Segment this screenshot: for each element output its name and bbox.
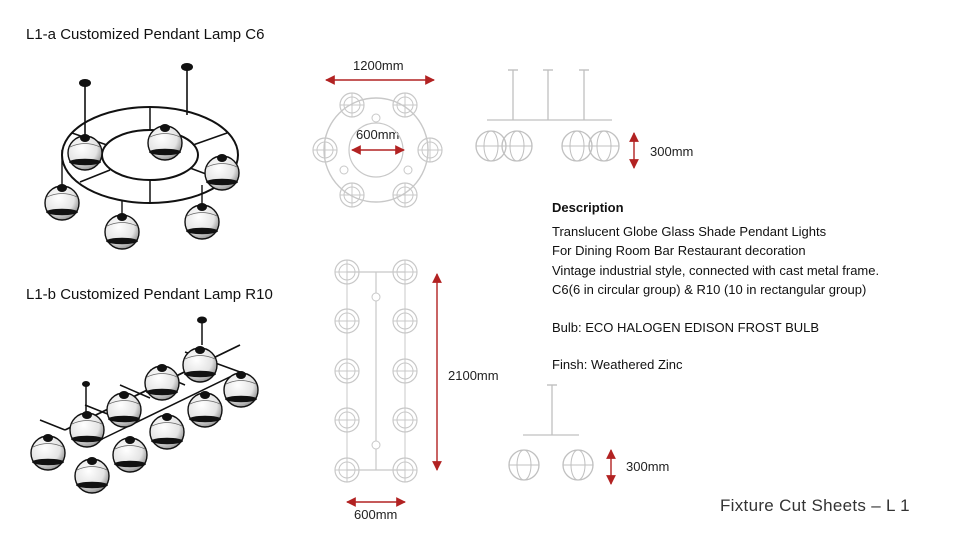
lamp-b-iso-drawing — [30, 316, 259, 494]
lamp-b-elevation-drawing — [508, 384, 594, 481]
description-block: Description Translucent Globe Glass Shad… — [552, 198, 879, 375]
dim-b-drop: 300mm — [626, 459, 670, 474]
dim-a-width: 1200mm — [353, 58, 404, 73]
lamp-b-title: L1-b Customized Pendant Lamp R10 — [26, 286, 273, 303]
finish-spec: Finsh: Weathered Zinc — [552, 357, 683, 372]
dim-b-length: 2100mm — [448, 368, 499, 383]
lamp-a-plan-drawing — [312, 92, 443, 208]
description-heading: Description — [552, 200, 624, 215]
bulb-spec: Bulb: ECO HALOGEN EDISON FROST BULB — [552, 319, 820, 335]
dim-a-drop: 300mm — [650, 144, 694, 159]
lamp-b-plan-drawing — [334, 259, 418, 483]
description-line: Vintage industrial style, connected with… — [552, 262, 880, 278]
footer-caption: Fixture Cut Sheets – L 1 — [720, 496, 910, 515]
description-line: C6(6 in circular group) & R10 (10 in rec… — [552, 282, 867, 297]
lamp-a-title: L1-a Customized Pendant Lamp C6 — [26, 26, 265, 43]
lamp-a-elevation-drawing — [475, 69, 620, 162]
dim-a-inner: 600mm — [356, 127, 400, 142]
dim-b-width: 600mm — [354, 507, 398, 522]
lamp-a-iso-drawing — [44, 63, 240, 250]
description-line: For Dining Room Bar Restaurant decoratio… — [552, 243, 806, 258]
description-line: Translucent Globe Glass Shade Pendant Li… — [552, 223, 827, 239]
